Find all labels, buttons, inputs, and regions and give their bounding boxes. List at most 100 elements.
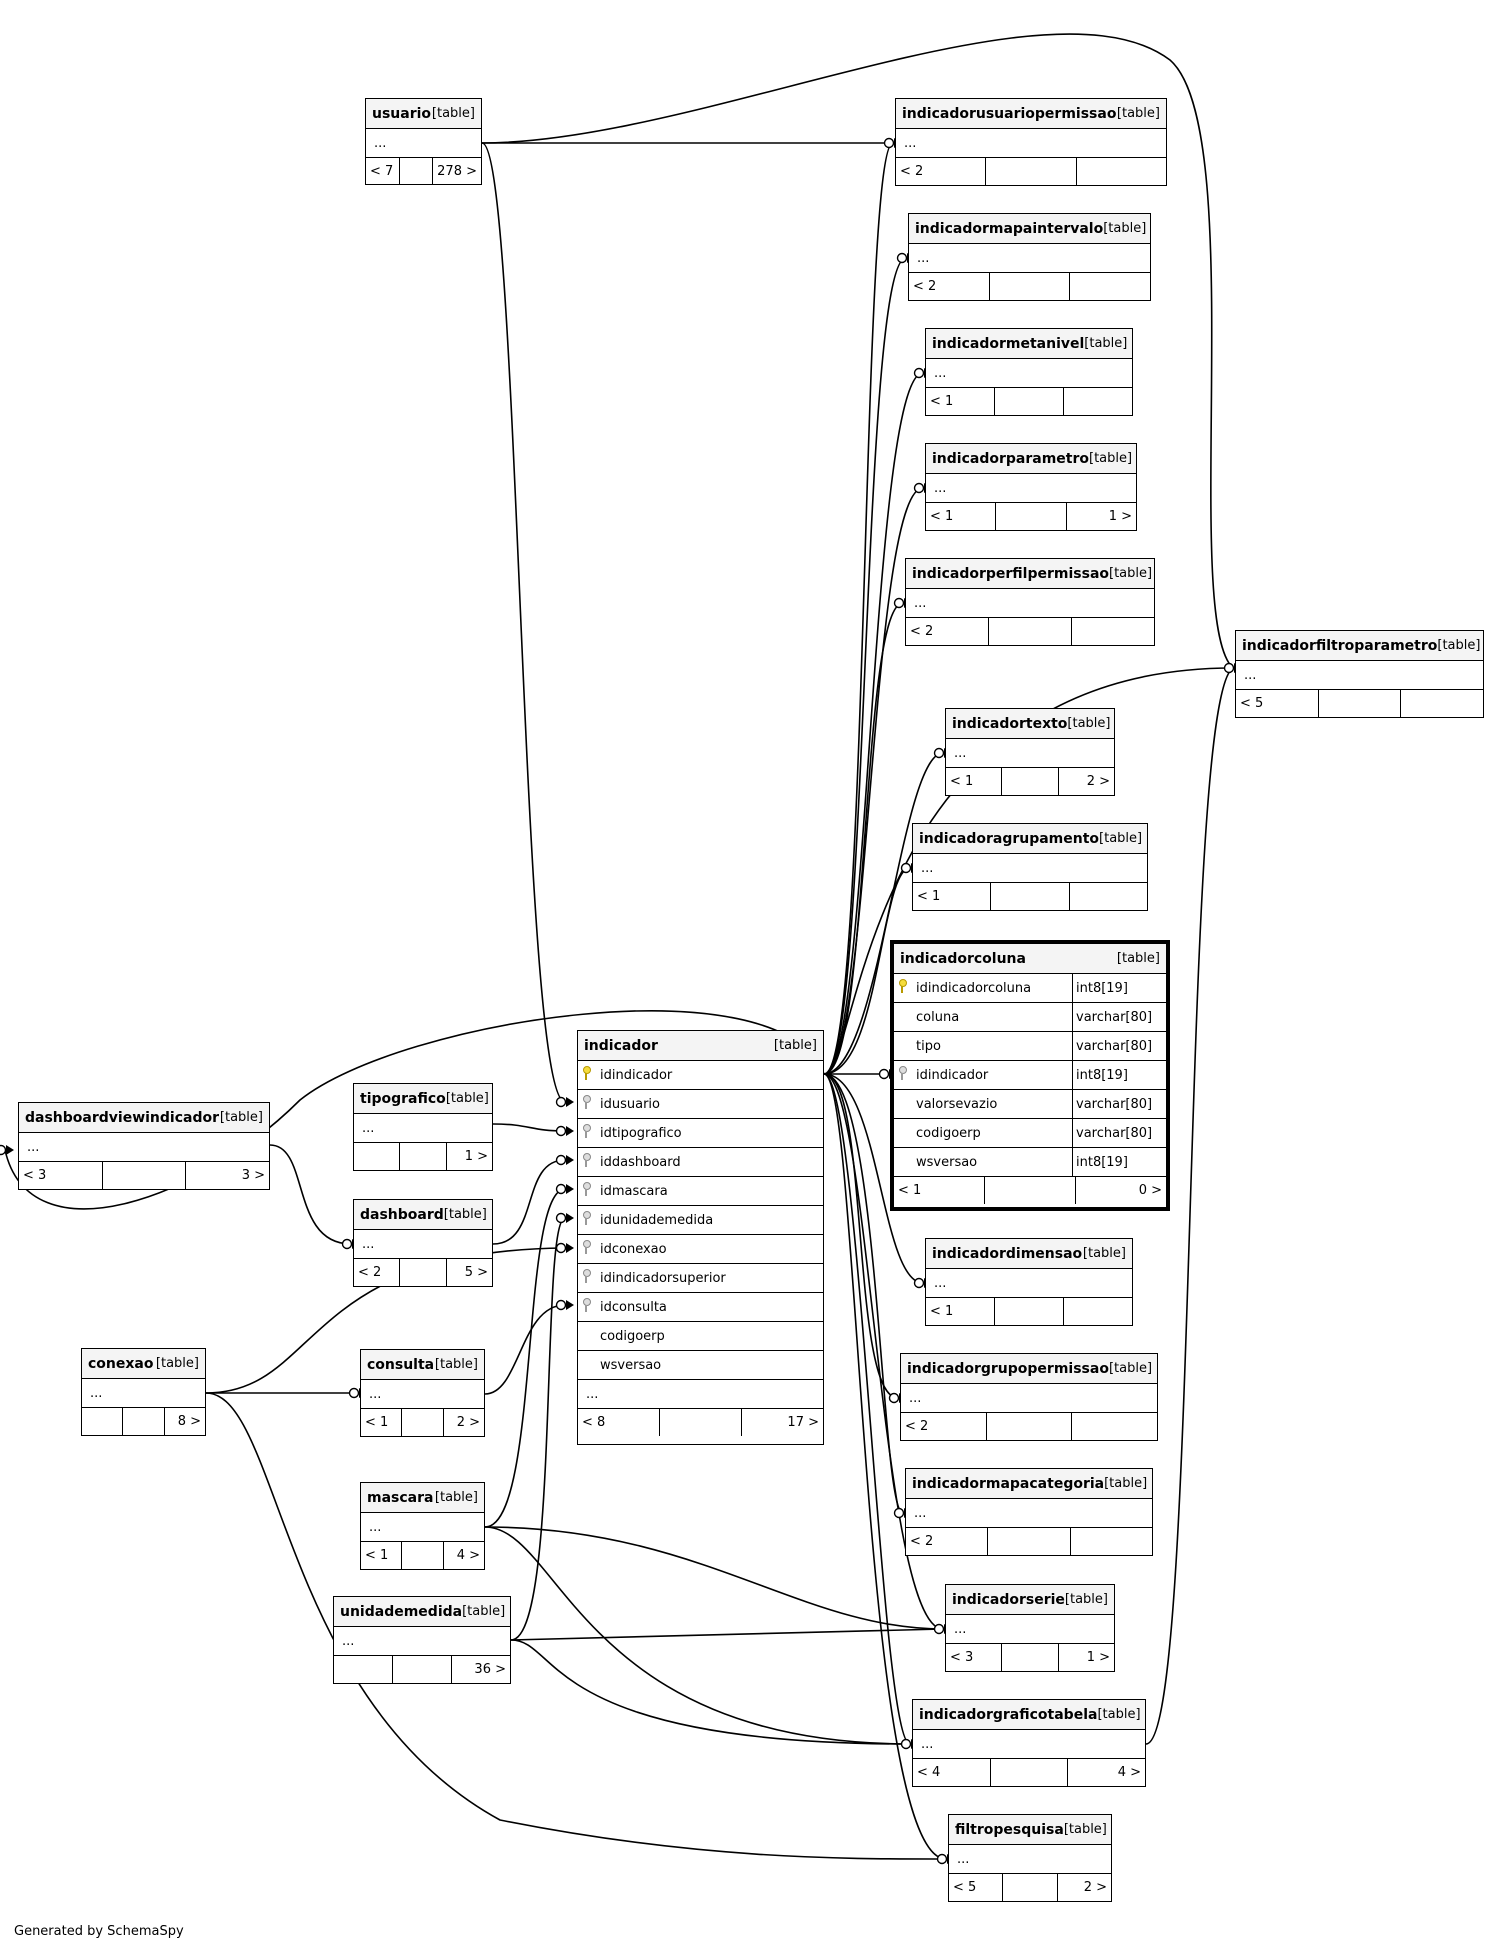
column-row[interactable]: wsversao (578, 1351, 823, 1380)
table-indicadorperfilpermissao[interactable]: indicadorperfilpermissao[table] ... < 2 (905, 558, 1155, 646)
column-name: idunidademedida (600, 1212, 714, 1228)
row-label: ... (374, 135, 387, 151)
ellipsis-row: ... (578, 1380, 823, 1409)
table-header: indicadordimensao[table] (926, 1239, 1132, 1269)
columns-count (1001, 768, 1057, 795)
table-conexao[interactable]: conexao[table] ... 8 > (81, 1348, 206, 1436)
parents-count: < 5 (953, 1880, 977, 1895)
table-name: conexao (88, 1355, 154, 1372)
children-count: 2 > (1057, 768, 1114, 795)
parents-count (334, 1656, 392, 1683)
table-indicadormetanivel[interactable]: indicadormetanivel[table] ... < 1 (925, 328, 1133, 416)
table-indicadorfiltroparametro[interactable]: indicadorfiltroparametro[table] ... < 5 (1235, 630, 1484, 718)
table-type: [table] (1104, 1476, 1148, 1491)
primary-key-icon (582, 1066, 596, 1084)
ellipsis-row: ... (906, 1499, 1152, 1528)
table-indicadorusuariopermissao[interactable]: indicadorusuariopermissao[table] ... < 2 (895, 98, 1167, 186)
column-name: idconsulta (600, 1299, 667, 1315)
table-type: [table] (434, 1357, 478, 1372)
optional-end-icon (893, 597, 905, 609)
column-row[interactable]: idconexao (578, 1235, 823, 1264)
column-row[interactable]: idusuario (578, 1090, 823, 1119)
table-header: indicadorserie[table] (946, 1585, 1114, 1615)
column-row[interactable]: idconsulta (578, 1293, 823, 1322)
table-indicadormapacategoria[interactable]: indicadormapacategoria[table] ... < 2 (905, 1468, 1153, 1556)
row-label: ... (957, 1851, 970, 1867)
columns-count (101, 1162, 186, 1189)
optional-end-icon (555, 1183, 567, 1195)
table-type: [table] (445, 1091, 489, 1106)
table-indicadordimensao[interactable]: indicadordimensao[table] ... < 1 (925, 1238, 1133, 1326)
row-label: ... (369, 1386, 382, 1402)
edge-indicadorusuariopermissao (823, 142, 894, 1075)
children-count: 4 > (442, 1542, 484, 1569)
column-row[interactable]: idindicadorsuperior (578, 1264, 823, 1293)
columns-count (399, 1143, 445, 1170)
parents-count: < 1 (898, 1183, 922, 1198)
column-row[interactable]: codigoerp (578, 1322, 823, 1351)
table-indicadorgrupopermissao[interactable]: indicadorgrupopermissao[table] ... < 2 (900, 1353, 1158, 1441)
column-type: varchar[80] (1072, 1032, 1162, 1060)
table-name: indicadorserie (952, 1591, 1065, 1608)
table-name: indicadormapaintervalo (915, 220, 1104, 237)
edge-unidademedida (510, 1217, 566, 1641)
children-count: 4 > (1067, 1759, 1145, 1786)
table-name: indicadorcoluna (900, 950, 1026, 967)
column-name: idindicador (600, 1067, 673, 1083)
table-name: dashboard (360, 1206, 444, 1223)
columns-count (994, 1298, 1063, 1325)
table-name: indicadormapacategoria (912, 1475, 1105, 1492)
parents-count: < 2 (910, 624, 934, 639)
parents-count: < 5 (1240, 696, 1264, 711)
column-type: varchar[80] (1072, 1003, 1162, 1031)
ellipsis-row: ... (354, 1230, 492, 1259)
table-type: [table] (1097, 1707, 1141, 1722)
column-type: varchar[80] (1072, 1119, 1162, 1147)
table-tipografico[interactable]: tipografico[table] ... 1 > (353, 1083, 493, 1171)
columns-count (985, 1413, 1072, 1440)
row-label: ... (934, 480, 947, 496)
table-indicadorcoluna[interactable]: indicadorcoluna[table] idindicadorcoluna… (890, 940, 1170, 1211)
table-indicadoragrupamento[interactable]: indicadoragrupamento[table] ... < 1 (912, 823, 1148, 911)
arrowhead-icon (566, 1155, 574, 1165)
column-row[interactable]: idindicador (578, 1061, 823, 1090)
table-unidademedida[interactable]: unidademedida[table] ... 36 > (333, 1596, 511, 1684)
column-row[interactable]: iddashboard (578, 1148, 823, 1177)
column-name: wsversao (916, 1154, 978, 1170)
column-name: idindicadorcoluna (916, 980, 1032, 996)
table-indicador[interactable]: indicador[table] idindicador idusuario i… (577, 1030, 824, 1445)
column-row[interactable]: idtipografico (578, 1119, 823, 1148)
ellipsis-row: ... (354, 1114, 492, 1143)
table-name: indicadorgrupopermissao (907, 1360, 1109, 1377)
children-count: 8 > (163, 1408, 205, 1435)
table-type: [table] (1103, 221, 1147, 236)
column-row[interactable]: idunidademedida (578, 1206, 823, 1235)
children-count: 1 > (1065, 503, 1136, 530)
table-type: [table] (773, 1038, 817, 1053)
arrowhead-icon (566, 1213, 574, 1223)
table-indicadormapaintervalo[interactable]: indicadormapaintervalo[table] ... < 2 (908, 213, 1151, 301)
column-row[interactable]: idmascara (578, 1177, 823, 1206)
children-count (1069, 1528, 1152, 1555)
table-type: [table] (462, 1604, 506, 1619)
